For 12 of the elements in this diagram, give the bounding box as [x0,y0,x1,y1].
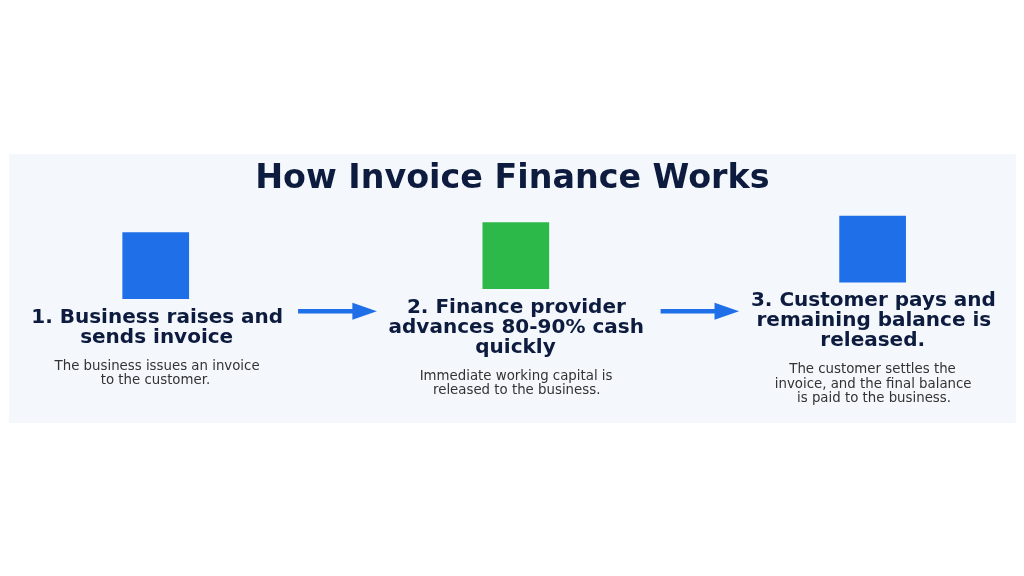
node-box [838,215,906,282]
node-label: The business issues an invoice to the customer. [54,357,260,387]
diagram-title: How Invoice Finance Works [254,156,770,196]
node-label: 3. Customer pays and remaining balance is released. [750,286,996,351]
node-label: The customer settles the invoice, and the final balance is paid to the business. [774,360,972,405]
node-label: 2. Finance provider advances 80-90% cash quickly [388,293,644,358]
node-box [482,221,549,289]
node-label: 1. Business raises and sends invoice [30,303,283,348]
arrow [660,302,739,320]
node-box [121,231,189,299]
node-label: Immediate working capital is released to the business. [419,367,613,397]
arrow [297,302,377,320]
